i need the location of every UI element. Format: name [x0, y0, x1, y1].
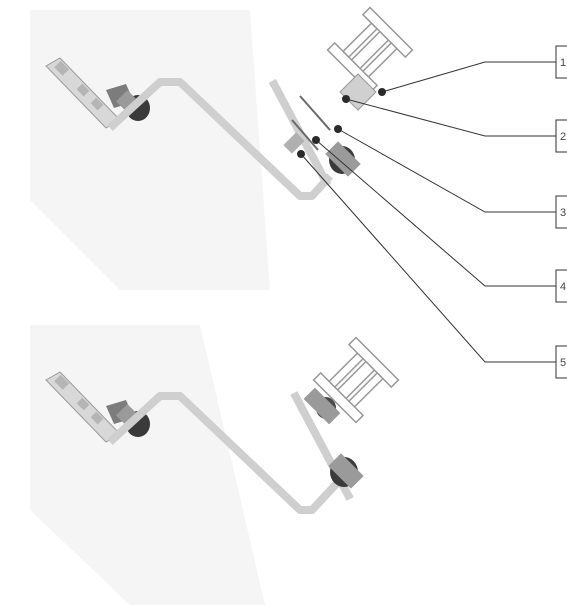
shadow-top — [30, 10, 270, 290]
bottom-mounting-rail-profile — [312, 336, 400, 424]
top-bracket-assembly — [45, 6, 414, 200]
top-rail — [107, 78, 333, 200]
callout-box-5: 5 — [555, 345, 567, 379]
callout-dot-4 — [312, 136, 320, 144]
callout-boxes: 1 2 3 4 5 — [555, 45, 567, 379]
callout-box-3: 3 — [555, 195, 567, 229]
leader-1 — [381, 61, 556, 93]
callout-number-2: 2 — [560, 131, 566, 143]
top-right-clamp — [268, 79, 361, 187]
bottom-rail — [107, 392, 343, 514]
callout-dot-1 — [378, 88, 386, 96]
callout-number-5: 5 — [560, 357, 566, 369]
callout-number-3: 3 — [560, 207, 566, 219]
callout-dot-2 — [342, 95, 350, 103]
callout-box-2: 2 — [555, 119, 567, 153]
top-mounting-rail-profile — [326, 6, 414, 94]
bottom-bracket-assembly — [45, 336, 400, 514]
top-left-foot — [45, 57, 121, 129]
leader-4 — [315, 139, 556, 287]
leader-2 — [345, 98, 556, 137]
leader-3 — [337, 128, 556, 213]
callout-number-4: 4 — [560, 281, 566, 293]
callout-box-1: 1 — [555, 45, 567, 79]
callout-number-1: 1 — [560, 57, 566, 69]
shadow-bottom — [30, 325, 265, 605]
callout-leaders — [300, 61, 556, 363]
callout-dot-5 — [297, 150, 305, 158]
callout-dot-3 — [334, 125, 342, 133]
callout-box-4: 4 — [555, 269, 567, 303]
leader-5 — [300, 153, 556, 363]
bottom-right-clamp — [290, 387, 364, 501]
callout-dots — [297, 88, 386, 158]
